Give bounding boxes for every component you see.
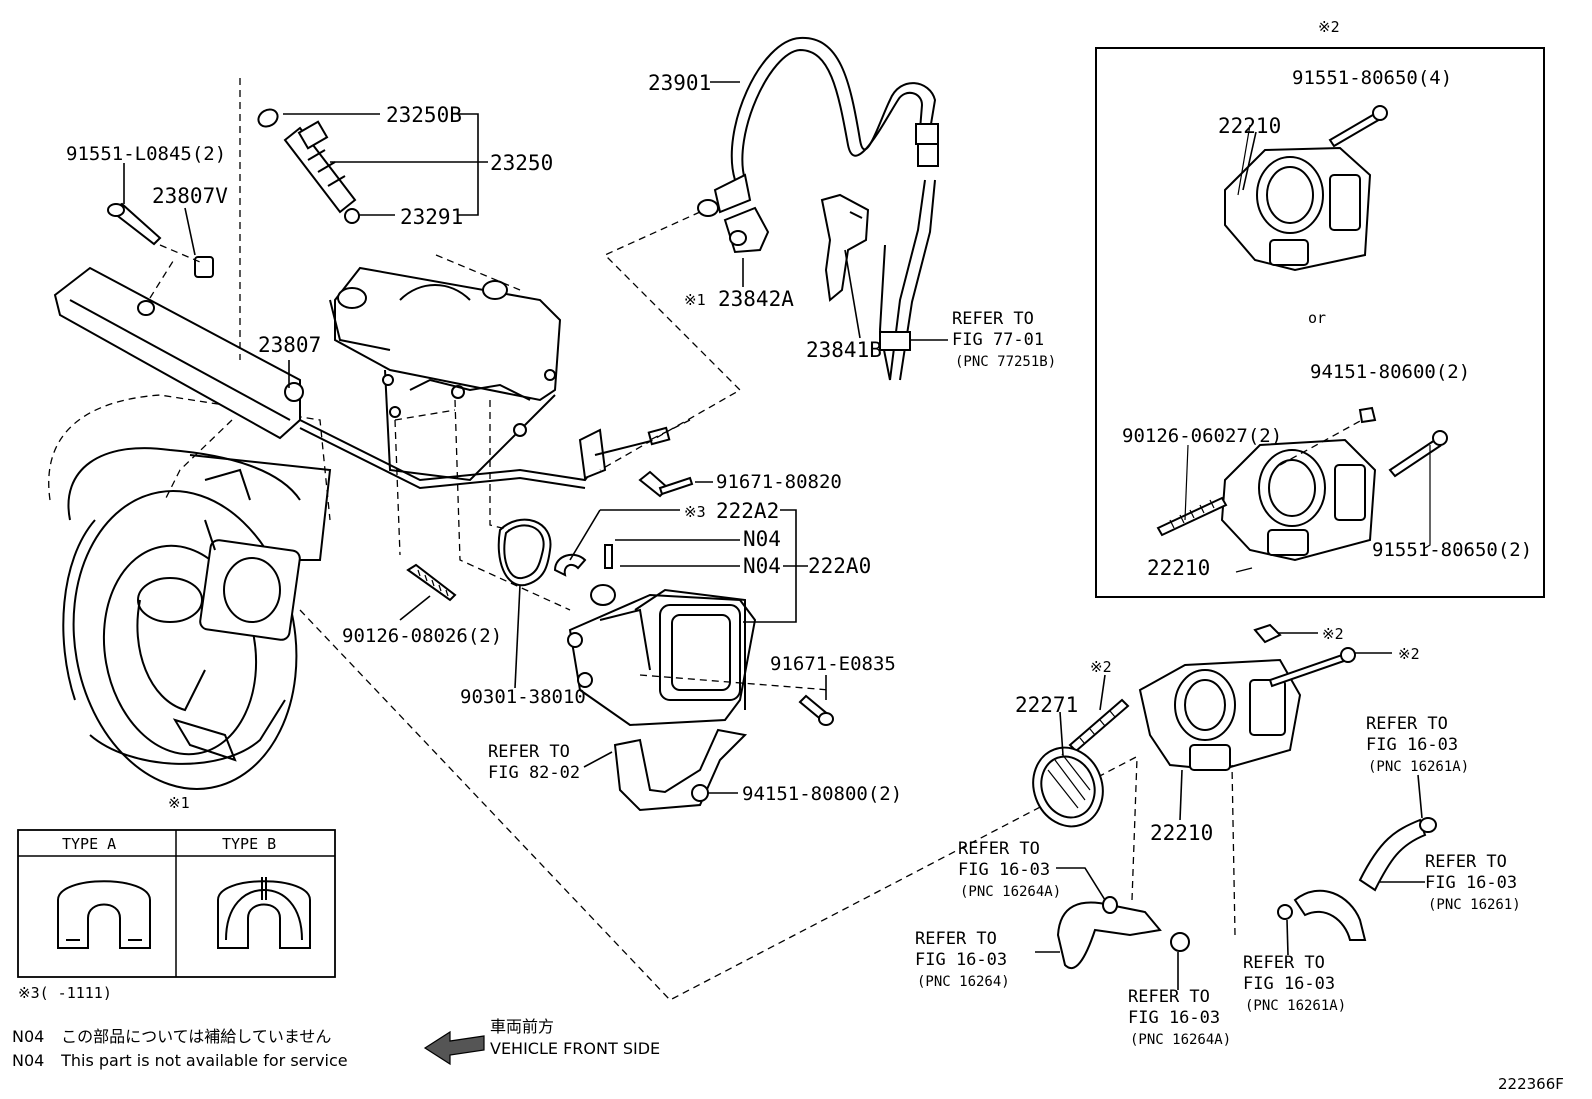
mark2-stud: ※2 xyxy=(1090,658,1112,676)
refer-16261a-bot-l2: FIG 16-03 xyxy=(1243,974,1335,994)
mark2-nut: ※2 xyxy=(1322,625,1344,643)
inset-box: ※2 91551-80650(4) 22210 or 94151-80600(2… xyxy=(1095,18,1545,598)
type-a-clip xyxy=(57,880,151,949)
label-94151-80600: 94151-80600(2) xyxy=(1310,361,1470,383)
label-n04-b: N04 xyxy=(743,554,781,578)
refer-labels: REFER TO FIG 77-01 (PNC 77251B) REFER TO… xyxy=(488,309,1521,1048)
note-en-text: This part is not available for service xyxy=(61,1051,348,1070)
label-22210-main: 22210 xyxy=(1150,821,1213,845)
refer-82-l2: FIG 82-02 xyxy=(488,763,580,783)
refer-77-l2: FIG 77-01 xyxy=(952,330,1044,350)
intake-manifold-drawing xyxy=(48,394,332,790)
note-jp-text: この部品については補給していません xyxy=(61,1027,332,1046)
label-90301-38010: 90301-38010 xyxy=(460,686,586,708)
refer-77-l1: REFER TO xyxy=(952,309,1034,329)
label-91551-80650-4: 91551-80650(4) xyxy=(1292,67,1452,89)
vehicle-front-en: VEHICLE FRONT SIDE xyxy=(490,1039,661,1058)
mark2-bolt: ※2 xyxy=(1398,645,1420,663)
type-a-header: TYPE A xyxy=(62,835,116,853)
label-91551-l0845: 91551-L0845(2) xyxy=(66,143,226,165)
label-91551-80650-2: 91551-80650(2) xyxy=(1372,539,1532,561)
figure-id: 222366F xyxy=(1498,1075,1564,1093)
type-b-clip xyxy=(217,880,311,949)
refer-16264a-bot-l1: REFER TO xyxy=(1128,987,1210,1007)
label-23807: 23807 xyxy=(258,333,321,357)
label-23250: 23250 xyxy=(490,151,553,175)
or-text: or xyxy=(1308,309,1326,327)
label-222a2-mark: ※3 xyxy=(684,503,706,521)
refer-16264a-top-l3: (PNC 16264A) xyxy=(960,884,1061,900)
refer-16261a-bot-l1: REFER TO xyxy=(1243,953,1325,973)
label-222a0: 222A0 xyxy=(808,554,871,578)
refer-16264a-top-l2: FIG 16-03 xyxy=(958,860,1050,880)
refer-16261a-top-l1: REFER TO xyxy=(1366,714,1448,734)
label-90126-06027: 90126-06027(2) xyxy=(1122,425,1282,447)
label-91671-e0835: 91671-E0835 xyxy=(770,653,896,675)
pcv-hose-drawing xyxy=(599,36,939,471)
label-91671-80820: 91671-80820 xyxy=(716,471,842,493)
refer-16264a-bot-l3: (PNC 16264A) xyxy=(1130,1032,1231,1048)
vehicle-front-jp: 車両前方 xyxy=(490,1017,555,1036)
label-94151-80800: 94151-80800(2) xyxy=(742,783,902,805)
refer-16261a-top-l2: FIG 16-03 xyxy=(1366,735,1458,755)
label-22210-bottom: 22210 xyxy=(1147,556,1210,580)
label-22271: 22271 xyxy=(1015,693,1078,717)
note-jp: N04 この部品については補給していません xyxy=(12,1025,348,1049)
throttle-body-main-drawing xyxy=(299,470,1141,1001)
refer-16261a-bot-l3: (PNC 16261A) xyxy=(1245,998,1346,1014)
refer-77-l3: (PNC 77251B) xyxy=(955,354,1056,370)
type-table-mark: ※1 xyxy=(168,794,190,812)
refer-16264-l1: REFER TO xyxy=(915,929,997,949)
note-en: N04 This part is not available for servi… xyxy=(12,1049,348,1073)
label-n04-a: N04 xyxy=(743,527,781,551)
type-table: ※1 TYPE A TYPE B ※3( -1111) xyxy=(17,794,336,1002)
fuel-rail-drawing xyxy=(53,78,671,501)
notes-block: N04 この部品については補給していません N04 This part is n… xyxy=(12,1025,348,1073)
refer-16264-l3: (PNC 16264) xyxy=(917,974,1010,990)
refer-16261a-top-l3: (PNC 16261A) xyxy=(1368,759,1469,775)
vehicle-front-arrow xyxy=(423,1030,485,1066)
refer-16261-l3: (PNC 16261) xyxy=(1428,897,1521,913)
vehicle-front-label: 車両前方 VEHICLE FRONT SIDE xyxy=(490,1016,660,1060)
refer-16264-l2: FIG 16-03 xyxy=(915,950,1007,970)
leader-lines xyxy=(123,81,1425,990)
label-222a2: 222A2 xyxy=(716,499,779,523)
refer-16261-l1: REFER TO xyxy=(1425,852,1507,872)
label-23291: 23291 xyxy=(400,205,463,229)
refer-16264a-bot-l2: FIG 16-03 xyxy=(1128,1008,1220,1028)
label-23901: 23901 xyxy=(648,71,711,95)
label-23841b: 23841B xyxy=(806,338,882,362)
label-90126-08026: 90126-08026(2) xyxy=(342,625,502,647)
inset-mark: ※2 xyxy=(1318,18,1340,36)
type-b-header: TYPE B xyxy=(222,835,276,853)
label-23807v: 23807V xyxy=(152,184,228,208)
label-23842a-mark: ※1 xyxy=(684,291,706,309)
note-jp-code: N04 xyxy=(12,1027,45,1046)
label-23250b: 23250B xyxy=(386,103,462,127)
note-en-code: N04 xyxy=(12,1051,45,1070)
refer-16264a-top-l1: REFER TO xyxy=(958,839,1040,859)
label-23842a: 23842A xyxy=(718,287,794,311)
refer-16261-l2: FIG 16-03 xyxy=(1425,873,1517,893)
part-labels: 23901 23250B 23250 23291 91551-L0845(2) … xyxy=(66,71,1420,845)
cylinder-head-drawing xyxy=(329,254,571,611)
type-table-footnote: ※3( -1111) xyxy=(18,984,112,1002)
refer-82-l1: REFER TO xyxy=(488,742,570,762)
throttle-body-lower-drawing xyxy=(1032,623,1437,969)
